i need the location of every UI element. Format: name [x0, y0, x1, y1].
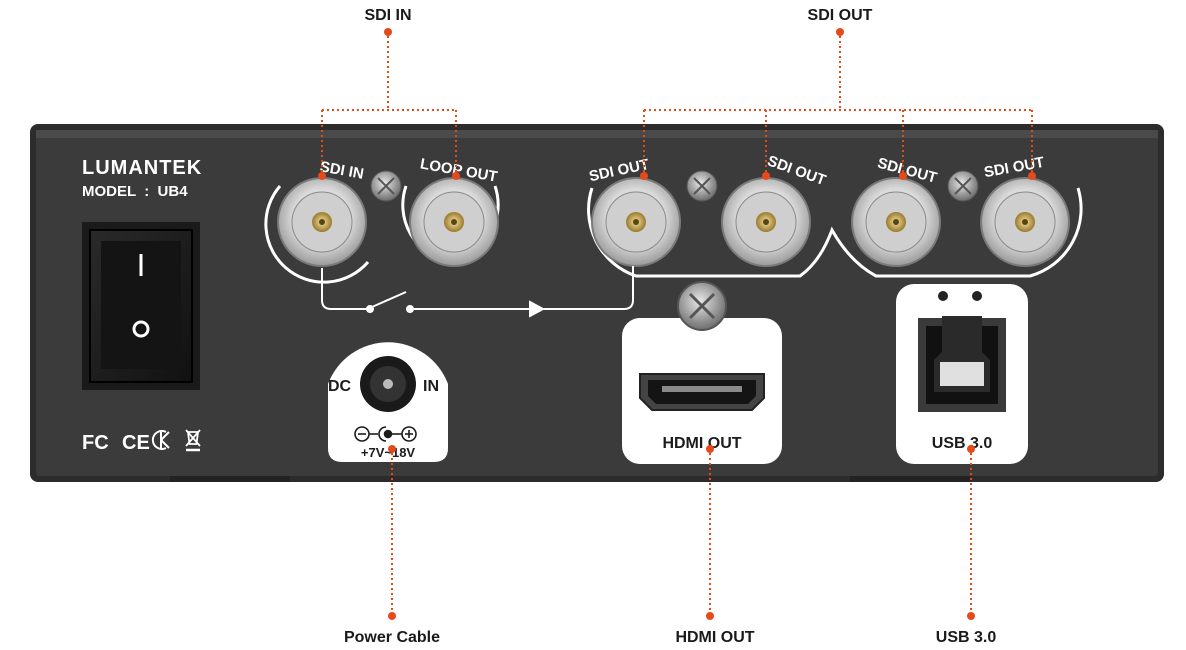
screw-icon: [370, 170, 402, 202]
bnc-loop-out[interactable]: [409, 177, 499, 267]
bnc-sdi-in[interactable]: [277, 177, 367, 267]
power-switch[interactable]: [82, 222, 200, 390]
callout-sdi-in: SDI IN: [364, 7, 411, 24]
hdmi-panel-label: HDMI OUT: [662, 435, 741, 452]
bnc-sdi-out-4[interactable]: [980, 177, 1070, 267]
brand-logo: LUMANTEK: [82, 157, 202, 179]
fc-mark-icon: FC: [82, 432, 109, 454]
bnc-sdi-out-1[interactable]: [591, 177, 681, 267]
loop-switch-schematic: [321, 266, 634, 318]
callout-hdmi-out: HDMI OUT: [675, 629, 754, 646]
callout-usb: USB 3.0: [936, 629, 997, 646]
usb-port[interactable]: [896, 284, 1028, 464]
callout-leaders: [318, 28, 1036, 620]
model-label: MODEL : UB4: [82, 183, 188, 200]
bnc-sdi-out-2[interactable]: [721, 177, 811, 267]
ce-mark-icon: CE: [122, 432, 150, 454]
polarity-icon: [354, 426, 417, 442]
callout-sdi-out: SDI OUT: [808, 7, 873, 24]
dc-label: DC: [328, 378, 352, 395]
certification-icons: FC CE: [82, 429, 201, 454]
bnc-sdi-out-3[interactable]: [851, 177, 941, 267]
screw-icon: [677, 281, 727, 331]
hdmi-port[interactable]: [622, 318, 782, 464]
kc-mark-icon: [151, 430, 170, 450]
usb-panel-label: USB 3.0: [932, 435, 993, 452]
in-label: IN: [423, 378, 439, 395]
callout-power-cable: Power Cable: [344, 629, 440, 646]
dc-power-port[interactable]: [328, 342, 448, 462]
voltage-label: +7V~18V: [361, 445, 416, 460]
screw-icon: [947, 170, 979, 202]
screw-icon: [686, 170, 718, 202]
weee-bin-icon: [185, 429, 201, 452]
